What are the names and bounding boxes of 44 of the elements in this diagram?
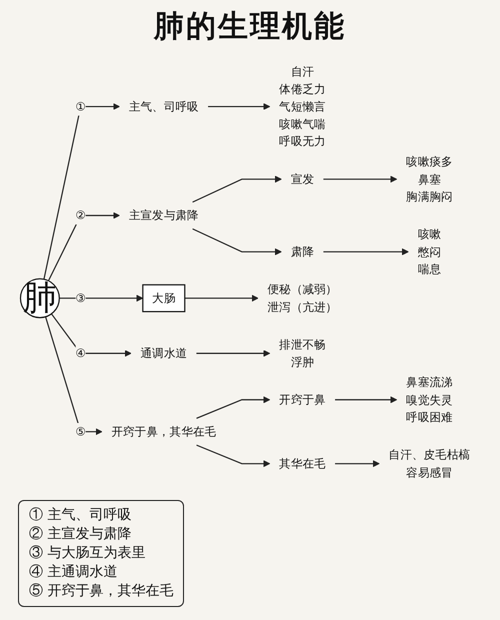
arrow <box>50 313 132 357</box>
node-text: 肃降 <box>290 244 314 259</box>
arrow <box>196 350 270 357</box>
arrow <box>335 396 398 404</box>
edge-label: ④ <box>76 346 86 360</box>
node-text: 开窍于鼻 <box>279 392 326 407</box>
node-text: 开窍于鼻，其华在毛 <box>111 424 216 439</box>
node-text: 主宣发与肃降 <box>128 208 199 222</box>
node-text: 通调水道 <box>140 346 188 360</box>
edge-label: ② <box>76 208 86 222</box>
node-text: 自汗 体倦乏力 气短懒言 咳嗽气喘 呼吸无力 <box>279 64 326 148</box>
note-text: ③ 与大肠互为表里 <box>29 544 146 563</box>
arrow <box>45 316 102 436</box>
note-text: ① 主气、司呼吸 <box>29 506 132 525</box>
arrow <box>43 103 120 280</box>
arrow <box>192 228 282 256</box>
node-circle: 肺 <box>20 278 60 318</box>
edge-label: ⑤ <box>76 424 86 439</box>
arrow <box>335 460 380 468</box>
node-text: 鼻塞流涕 嗅觉失灵 呼吸困难 <box>406 375 453 424</box>
arrow <box>59 294 144 302</box>
arrow <box>196 444 270 468</box>
node-text: 咳嗽痰多 鼻塞 胸满胸闷 <box>406 154 453 204</box>
edge-label: ① <box>76 99 86 114</box>
arrow <box>196 396 270 419</box>
node-text: 宣发 <box>290 172 314 186</box>
node-text: 咳嗽 憋闷 喘息 <box>418 227 442 276</box>
arrow <box>323 176 398 183</box>
note-text: ④ 主通调水道 <box>29 563 118 582</box>
note-text: ② 主宣发与肃降 <box>29 525 132 544</box>
arrow <box>48 212 120 282</box>
node-text: 排泄不畅 浮肿 <box>279 337 326 369</box>
note-text: ⑤ 开窍于鼻，其华在毛 <box>29 582 174 601</box>
node-box: 大肠 <box>142 284 186 312</box>
node-text: 主气、司呼吸 <box>128 99 199 114</box>
node-text: 自汗、皮毛枯槁 容易感冒 <box>388 448 470 480</box>
arrow <box>192 176 282 203</box>
arrow <box>208 103 270 110</box>
edge-label: ③ <box>76 291 86 306</box>
arrow <box>184 294 258 302</box>
node-text: 便秘（减弱） 泄泻（亢进） <box>267 282 338 314</box>
title: 肺的生理机能 <box>154 8 346 46</box>
node-text: 其华在毛 <box>279 456 326 470</box>
arrow <box>323 248 409 256</box>
